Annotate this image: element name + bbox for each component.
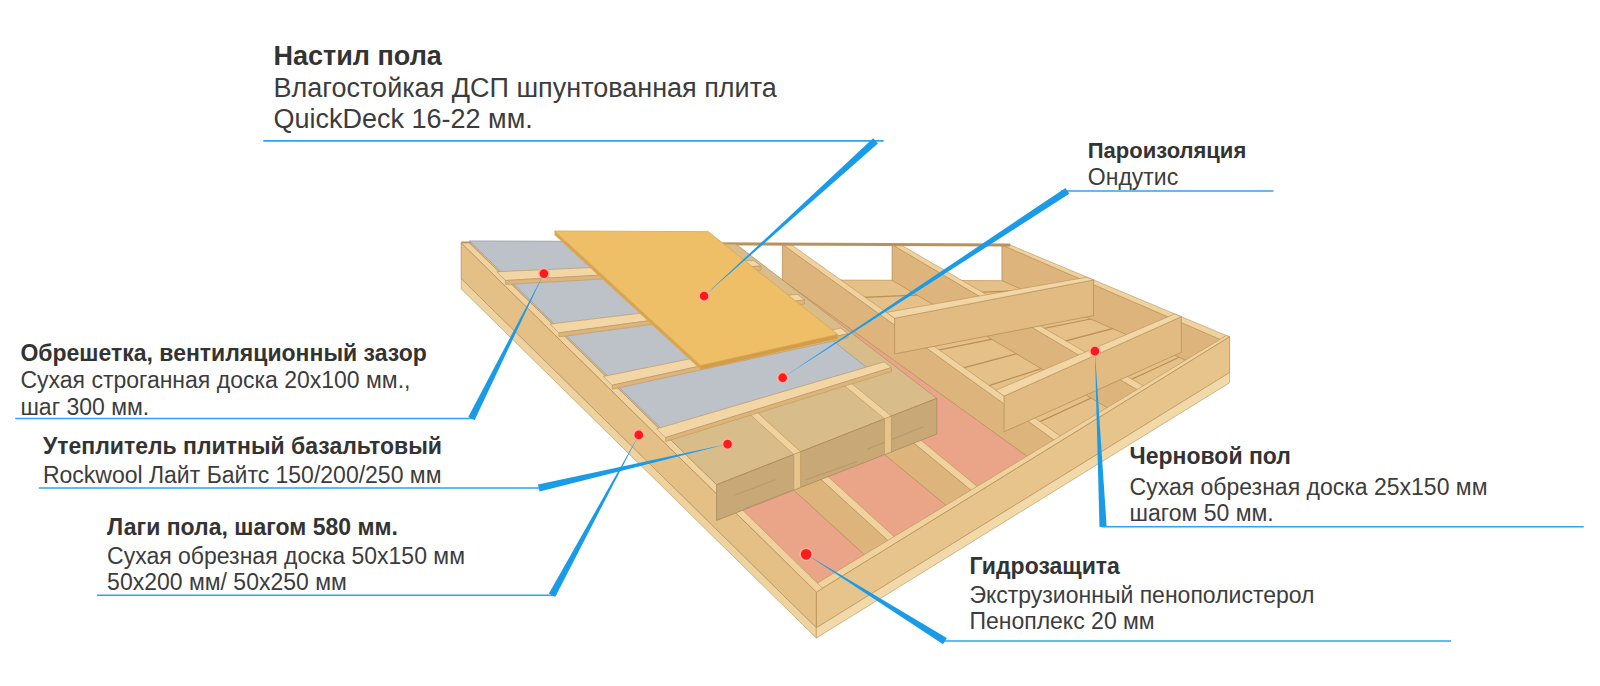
- label-underline: [1102, 526, 1584, 528]
- fibre: [735, 480, 776, 495]
- leader-wedge: [704, 138, 878, 296]
- marker-dot: [778, 373, 788, 383]
- callout-title: Гидрозащита: [969, 553, 1120, 579]
- fibre: [867, 427, 923, 449]
- blocking-face: [895, 280, 1094, 354]
- fibre: [806, 461, 857, 479]
- marker-dot: [699, 291, 709, 301]
- callout-text: Сухая строганная доска 20х100 мм., шаг 3…: [20, 367, 414, 420]
- markers: [539, 268, 1100, 560]
- callout-text: Rockwool Лайт Байтс 150/200/250 мм: [43, 462, 442, 488]
- insulation-fibres: [735, 427, 924, 509]
- leader-wedge: [538, 444, 728, 491]
- callout-title: Обрешетка, вентиляционный зазор: [20, 340, 426, 366]
- blocking-top: [886, 277, 1093, 318]
- leader-wedge: [549, 435, 639, 597]
- callout-text: Ондутис: [1088, 164, 1178, 190]
- callout-title: Черновой пол: [1130, 443, 1291, 469]
- callout-text: Сухая обрезная доска 25х150 мм шагом 50 …: [1130, 474, 1491, 527]
- callout-title: Настил пола: [274, 41, 442, 72]
- leader-wedge: [1095, 351, 1107, 527]
- callout-text: Экструзионный пенополистерол Пеноплекс 2…: [969, 582, 1318, 635]
- underlines: [15, 141, 1583, 641]
- label-underline: [1061, 190, 1273, 192]
- joist-face: [885, 416, 892, 454]
- callout-text: Сухая обрезная доска 50х150 мм 50х200 мм…: [107, 543, 468, 596]
- callout-title: Утеплитель плитный базальтовый: [43, 433, 442, 459]
- deck-board: [555, 231, 838, 365]
- batten-top: [657, 362, 892, 438]
- callout-title: Лаги пола, шагом 580 мм.: [107, 514, 398, 540]
- marker-dot: [1090, 346, 1100, 356]
- label-underline: [944, 640, 1451, 642]
- leader-wedge: [783, 188, 1070, 378]
- leader-wedge: [468, 274, 544, 421]
- batten-face: [665, 368, 891, 442]
- callout-title: Пароизоляция: [1088, 138, 1246, 163]
- marker-dot: [539, 268, 549, 278]
- callout-text: Влагостойкая ДСП шпунтованная плита Quic…: [274, 73, 781, 135]
- joist-face: [794, 452, 801, 490]
- leader-wedge: [806, 554, 947, 644]
- insulation-face: [717, 398, 937, 520]
- label-underline: [263, 140, 883, 142]
